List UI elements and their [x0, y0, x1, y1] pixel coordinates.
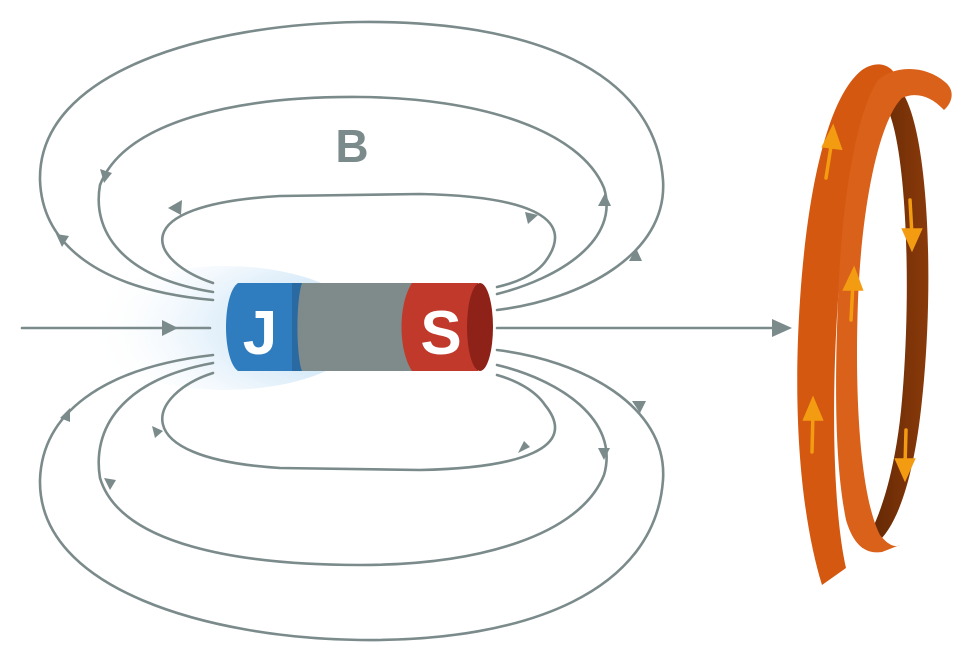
- field-line-upper-outer: [38, 20, 665, 312]
- wire-coil: [797, 64, 952, 585]
- field-line-lower-middle: [97, 361, 608, 567]
- arrow-lower-inner-left: [152, 426, 163, 438]
- field-line-lower-inner: [161, 371, 557, 472]
- magnet-middle: [292, 283, 412, 371]
- field-line-lower-outer: [38, 348, 665, 642]
- magnet-right-pole: [401, 283, 478, 371]
- arrow-upper-outer-left: [56, 234, 69, 247]
- arrow-lower-middle-left: [104, 478, 116, 490]
- field-label: B: [335, 120, 368, 172]
- magnet-left-pole-shade: [292, 283, 302, 371]
- arrow-upper-inner-left: [168, 200, 182, 215]
- arrow-upper-outer-right: [629, 248, 642, 261]
- field-line-upper-middle: [97, 95, 608, 296]
- arrow-lower-outer-right: [632, 401, 646, 413]
- magnet-right-end: [467, 283, 493, 371]
- arrow-lower-outer-left: [60, 408, 70, 422]
- field-line-upper-inner: [161, 192, 557, 289]
- coil-front-strand-left: [797, 64, 900, 585]
- magnet-left-pole: [226, 283, 300, 371]
- right-pole-label: S: [420, 299, 461, 368]
- arrow-upper-middle-left: [100, 169, 112, 183]
- left-pole-label: J: [243, 299, 277, 368]
- arrow-upper-inner-right: [525, 212, 538, 224]
- arrow-lower-middle-right: [598, 448, 610, 460]
- coil-front-strand-right: [836, 68, 952, 553]
- arrow-upper-middle-right: [598, 193, 611, 206]
- arrow-lower-inner-right: [518, 441, 530, 453]
- current-arrows: [802, 123, 923, 483]
- field-arrows: [56, 169, 646, 490]
- axis-arrow-right: [772, 319, 792, 337]
- bar-magnet: J S: [226, 283, 493, 371]
- axis-arrow-left: [162, 320, 178, 336]
